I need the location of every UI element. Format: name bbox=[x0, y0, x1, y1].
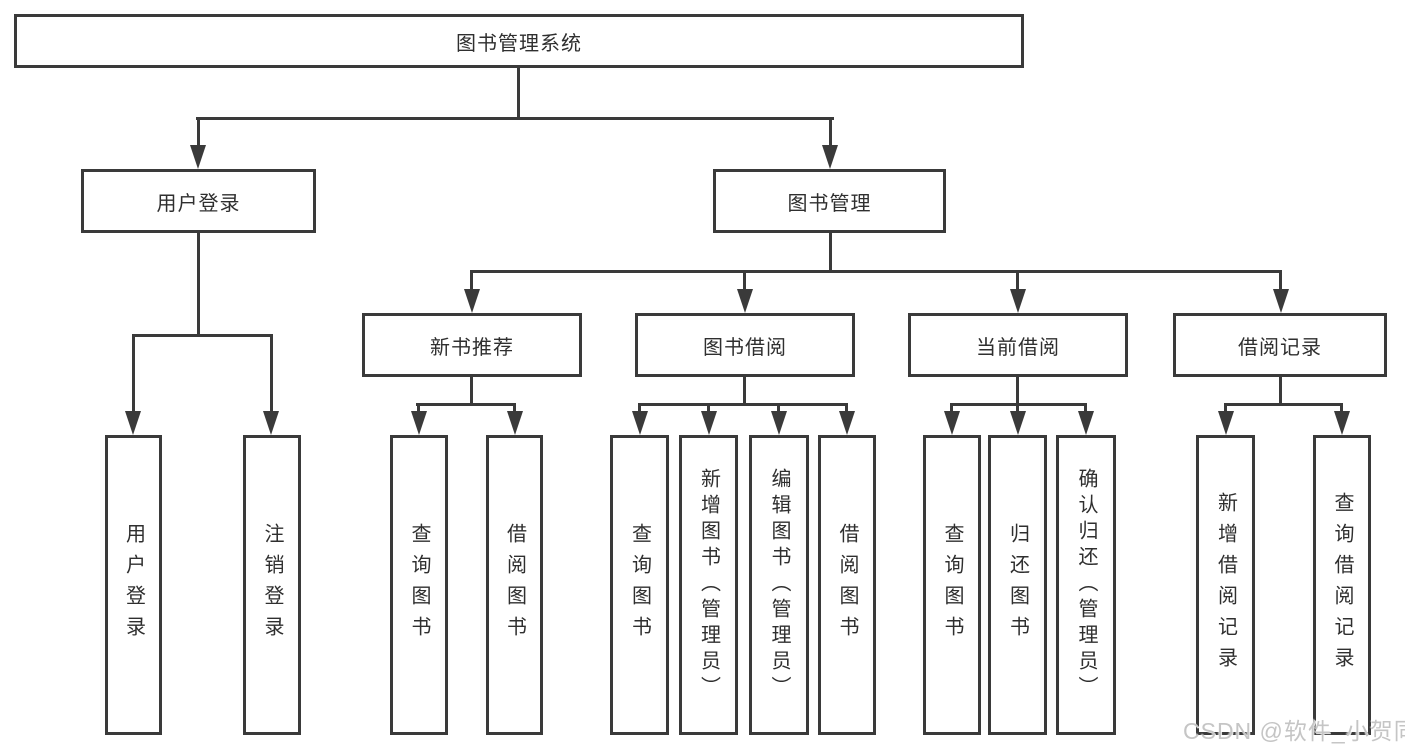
csdn-watermark: CSDN @软件_小贺同学 bbox=[1183, 718, 1405, 744]
edge-to-book-borrow-stem bbox=[743, 270, 746, 292]
leaf-borrow-book: 借阅图书 bbox=[818, 435, 876, 735]
edge-borrow-records-hline bbox=[1224, 403, 1342, 406]
arrow-to-add-record-icon bbox=[1218, 411, 1234, 435]
edge-user-login-hline bbox=[132, 334, 273, 337]
leaf-edit-book-admin-label: 编辑图书（管理员） bbox=[768, 468, 790, 702]
leaf-query-borrow-record: 查询借阅记录 bbox=[1313, 435, 1371, 735]
edge-to-book-management-stem bbox=[829, 117, 832, 148]
edge-current-borrow-substem bbox=[1016, 377, 1019, 405]
leaf-logout-label: 注销登录 bbox=[261, 523, 283, 647]
leaf-edit-book-admin: 编辑图书（管理员） bbox=[749, 435, 809, 735]
arrow-to-return-book-icon bbox=[1010, 411, 1026, 435]
edge-root-stem bbox=[517, 68, 520, 118]
arrow-to-borrow-records-icon bbox=[1273, 289, 1289, 313]
node-library-system: 图书管理系统 bbox=[14, 14, 1024, 68]
node-borrow-records-label: 借阅记录 bbox=[1238, 336, 1322, 359]
edge-book-management-stem bbox=[829, 233, 832, 272]
node-user-login: 用户登录 bbox=[81, 169, 316, 233]
edge-to-confirm-return-stem bbox=[1084, 403, 1087, 413]
leaf-user-login: 用户登录 bbox=[105, 435, 162, 735]
edge-to-borrow-book-stem bbox=[845, 403, 848, 413]
arrow-to-recommend-borrow-icon bbox=[507, 411, 523, 435]
arrow-to-confirm-return-icon bbox=[1078, 411, 1094, 435]
arrow-to-recommend-query-icon bbox=[411, 411, 427, 435]
arrow-to-user-login-icon bbox=[190, 145, 206, 169]
node-current-borrow: 当前借阅 bbox=[908, 313, 1128, 377]
arrow-to-new-book-recommend-icon bbox=[464, 289, 480, 313]
arrow-to-add-book-icon bbox=[701, 411, 717, 435]
node-new-book-recommend: 新书推荐 bbox=[362, 313, 582, 377]
leaf-borrow-book-label: 借阅图书 bbox=[836, 523, 858, 647]
leaf-recommend-borrow-book: 借阅图书 bbox=[486, 435, 543, 735]
leaf-query-borrow-record-label: 查询借阅记录 bbox=[1331, 492, 1353, 678]
arrow-to-book-borrow-icon bbox=[737, 289, 753, 313]
edge-to-recommend-query-stem bbox=[417, 403, 420, 413]
node-book-borrow: 图书借阅 bbox=[635, 313, 855, 377]
arrow-to-query-record-icon bbox=[1334, 411, 1350, 435]
leaf-borrow-query-book-label: 查询图书 bbox=[628, 523, 651, 647]
edge-book-borrow-substem bbox=[743, 377, 746, 405]
leaf-current-query-book-label: 查询图书 bbox=[941, 523, 963, 647]
arrow-to-borrow-book-icon bbox=[839, 411, 855, 435]
leaf-logout: 注销登录 bbox=[243, 435, 301, 735]
edge-to-add-book-stem bbox=[707, 403, 710, 413]
edge-to-edit-book-stem bbox=[777, 403, 780, 413]
leaf-return-book: 归还图书 bbox=[988, 435, 1047, 735]
edge-to-new-book-recommend-stem bbox=[470, 270, 473, 292]
node-current-borrow-label: 当前借阅 bbox=[976, 336, 1060, 359]
node-book-management: 图书管理 bbox=[713, 169, 946, 233]
leaf-current-query-book: 查询图书 bbox=[923, 435, 981, 735]
leaf-recommend-borrow-book-label: 借阅图书 bbox=[503, 523, 526, 647]
arrow-to-leaf-logout-icon bbox=[263, 411, 279, 435]
edge-to-borrow-records-stem bbox=[1279, 270, 1282, 292]
leaf-add-book-admin: 新增图书（管理员） bbox=[679, 435, 738, 735]
node-book-management-label: 图书管理 bbox=[787, 192, 872, 215]
edge-to-leaf-login-stem bbox=[132, 334, 135, 414]
arrow-to-borrow-query-icon bbox=[632, 411, 648, 435]
edge-user-login-stem bbox=[197, 233, 200, 336]
arrow-to-edit-book-icon bbox=[771, 411, 787, 435]
edge-to-leaf-logout-stem bbox=[270, 334, 273, 414]
arrow-to-leaf-login-icon bbox=[125, 411, 141, 435]
leaf-borrow-query-book: 查询图书 bbox=[610, 435, 669, 735]
leaf-confirm-return-admin-label: 确认归还（管理员） bbox=[1075, 468, 1097, 702]
leaf-recommend-query-book-label: 查询图书 bbox=[408, 523, 430, 647]
leaf-confirm-return-admin: 确认归还（管理员） bbox=[1056, 435, 1116, 735]
leaf-add-borrow-record: 新增借阅记录 bbox=[1196, 435, 1255, 735]
edge-to-current-query-stem bbox=[950, 403, 953, 413]
edge-to-user-login-stem bbox=[197, 117, 200, 148]
leaf-return-book-label: 归还图书 bbox=[1006, 523, 1029, 647]
edge-recommend-stem bbox=[470, 377, 473, 405]
arrow-to-current-borrow-icon bbox=[1010, 289, 1026, 313]
leaf-add-book-admin-label: 新增图书（管理员） bbox=[697, 468, 720, 702]
edge-book-management-hline bbox=[470, 270, 1282, 273]
leaf-user-login-label: 用户登录 bbox=[122, 523, 145, 647]
leaf-recommend-query-book: 查询图书 bbox=[390, 435, 448, 735]
edge-borrow-records-substem bbox=[1279, 377, 1282, 405]
node-book-borrow-label: 图书借阅 bbox=[703, 336, 787, 359]
node-new-book-recommend-label: 新书推荐 bbox=[430, 336, 514, 359]
edge-to-query-record-stem bbox=[1340, 403, 1343, 413]
edge-to-current-borrow-stem bbox=[1016, 270, 1019, 292]
arrow-to-current-query-icon bbox=[944, 411, 960, 435]
node-library-system-label: 图书管理系统 bbox=[456, 32, 582, 55]
edge-to-recommend-borrow-stem bbox=[513, 403, 516, 413]
arrow-to-book-management-icon bbox=[822, 145, 838, 169]
edge-to-add-record-stem bbox=[1224, 403, 1227, 413]
edge-book-borrow-hline bbox=[638, 403, 848, 406]
edge-recommend-hline bbox=[416, 403, 516, 406]
node-user-login-label: 用户登录 bbox=[156, 192, 241, 215]
edge-to-borrow-query-stem bbox=[638, 403, 641, 413]
edge-to-return-book-stem bbox=[1016, 403, 1019, 413]
edge-root-hline bbox=[196, 117, 834, 120]
leaf-add-borrow-record-label: 新增借阅记录 bbox=[1214, 492, 1237, 678]
node-borrow-records: 借阅记录 bbox=[1173, 313, 1387, 377]
